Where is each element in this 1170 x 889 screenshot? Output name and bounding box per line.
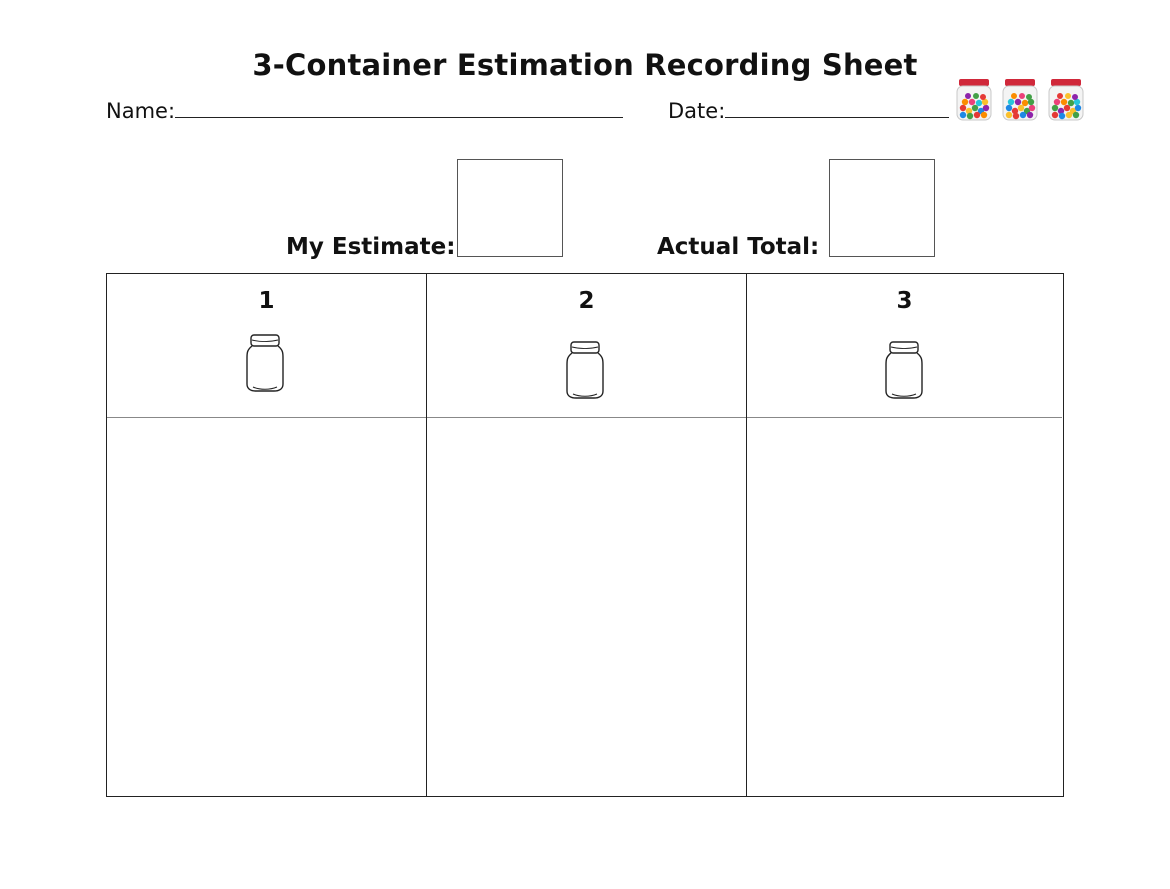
date-label: Date: — [668, 99, 726, 123]
date-field[interactable]: Date: — [668, 99, 950, 123]
empty-jar-icon — [885, 341, 923, 399]
candy-jar-icon — [956, 79, 992, 121]
empty-jar-icon — [246, 334, 284, 392]
container-number: 1 — [258, 288, 275, 314]
container-column-3: 3 — [746, 274, 1062, 796]
container-number: 2 — [578, 288, 595, 314]
container-table: 1 2 — [106, 273, 1064, 797]
name-label: Name: — [106, 99, 176, 123]
container-column-2: 2 — [426, 274, 746, 796]
column-writing-area[interactable] — [747, 418, 1062, 796]
container-column-1: 1 — [107, 274, 426, 796]
candy-jar-icon — [1048, 79, 1084, 121]
my-estimate-box[interactable] — [457, 159, 563, 257]
column-header: 3 — [747, 274, 1062, 418]
column-writing-area[interactable] — [107, 418, 426, 796]
container-number: 3 — [896, 288, 913, 314]
column-header: 1 — [107, 274, 426, 418]
date-blank-line[interactable] — [725, 99, 950, 118]
page-title: 3-Container Estimation Recording Sheet — [252, 48, 918, 82]
name-field[interactable]: Name: — [106, 99, 624, 123]
empty-jar-icon — [566, 341, 604, 399]
column-header: 2 — [427, 274, 746, 418]
actual-total-box[interactable] — [829, 159, 935, 257]
actual-total-label: Actual Total: — [657, 234, 820, 260]
name-blank-line[interactable] — [175, 99, 624, 118]
candy-jar-icon — [1002, 79, 1038, 121]
my-estimate-label: My Estimate: — [286, 234, 456, 260]
column-writing-area[interactable] — [427, 418, 746, 796]
